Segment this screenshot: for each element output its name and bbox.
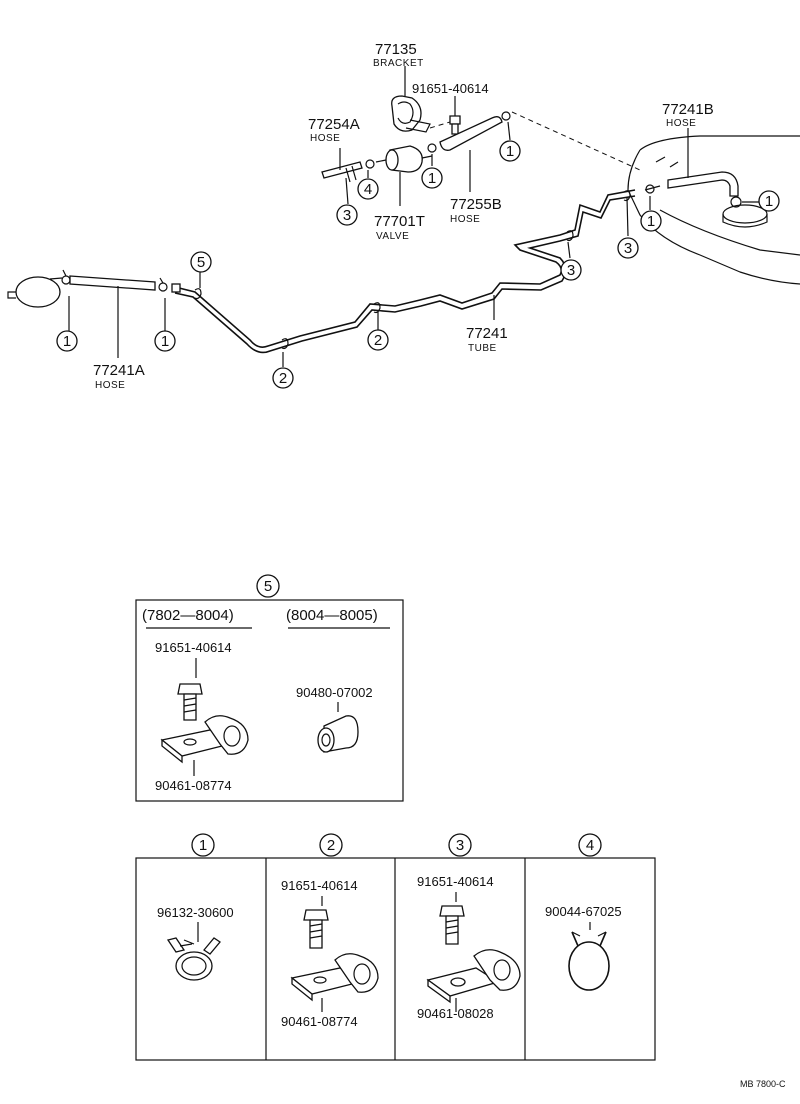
detail-5-bolt [177,683,203,721]
part-number-77241A: 77241A [93,362,145,379]
detail-5-right-range: (8004—8005) [286,607,378,624]
legend-callout-4: 4 [578,833,602,857]
svg-text:5: 5 [264,578,272,595]
legend-2-clamp [290,953,379,1002]
detail-5-box [135,599,404,802]
detail-5-clamp-number: 90461-08774 [155,778,232,793]
callout-2-left: 2 [272,367,294,389]
legend-2-bolt [303,909,329,949]
part-number-77135: 77135 [375,41,417,58]
part-number-77241B: 77241B [662,101,714,118]
detail-5-left-range: (7802—8004) [142,607,234,624]
callout-5: 5 [190,251,212,273]
svg-text:2: 2 [327,837,335,854]
part-number-77255B: 77255B [450,196,502,213]
detail-5-grommet [317,715,359,753]
part-number-77254A: 77254A [308,116,360,133]
leader-lines [68,66,760,367]
callout-1-hose-end: 1 [154,330,176,352]
bolt-top [429,115,461,135]
footer-code: MB 7800-C [740,1079,786,1089]
legend-callout-2: 2 [319,833,343,857]
legend-2-bolt-number: 91651-40614 [281,878,358,893]
bracket-77135 [391,95,431,133]
callout-2-mid: 2 [367,329,389,351]
legend-callout-3: 3 [448,833,472,857]
callout-3-tube: 3 [560,259,582,281]
detail-5-callout: 5 [256,574,280,598]
part-number-77241: 77241 [466,325,508,342]
part-name-hose-77254A: HOSE [310,133,340,144]
legend-4-part-number: 90044-67025 [545,904,622,919]
part-number-77701T: 77701T [374,213,425,230]
svg-text:3: 3 [624,240,632,257]
hose-77241B [644,171,742,208]
svg-text:1: 1 [199,837,207,854]
tube-clamps [194,190,631,350]
canister [7,276,63,308]
svg-text:3: 3 [456,837,464,854]
svg-text:3: 3 [343,207,351,224]
callout-1-hose-77255B: 1 [499,140,521,162]
fuel-tank [627,135,800,285]
part-number-bolt-top: 91651-40614 [412,81,489,96]
legend-4-wire-clamp [568,931,610,991]
callout-3-hose-77254A: 3 [336,204,358,226]
legend-3-clamp-number: 90461-08028 [417,1006,494,1021]
legend-1-hose-clamp [166,937,221,981]
svg-text:1: 1 [765,193,773,210]
part-name-hose-77241A: HOSE [95,380,125,391]
part-name-bracket: BRACKET [373,58,424,69]
callout-1-canister: 1 [56,330,78,352]
part-name-hose-77241B: HOSE [666,118,696,129]
detail-5-clamp [160,715,249,764]
svg-text:1: 1 [63,333,71,350]
legend-2-clamp-number: 90461-08774 [281,1014,358,1029]
svg-text:2: 2 [374,332,382,349]
svg-text:1: 1 [506,143,514,160]
detail-5-bolt-number: 91651-40614 [155,640,232,655]
legend-3-clamp [426,949,521,1004]
callout-1-hose-77241B: 1 [758,190,780,212]
part-name-tube: TUBE [468,343,497,354]
callout-1-tank: 1 [640,210,662,232]
callout-4: 4 [357,178,379,200]
svg-text:4: 4 [364,181,372,198]
hose-77255B [427,111,641,171]
detail-5-right-part-number: 90480-07002 [296,685,373,700]
part-name-valve: VALVE [376,231,409,242]
legend-3-bolt-number: 91651-40614 [417,874,494,889]
legend-callout-1: 1 [191,833,215,857]
legend-1-part-number: 96132-30600 [157,905,234,920]
legend-3-bolt [439,905,465,945]
svg-text:1: 1 [428,170,436,187]
svg-text:1: 1 [161,333,169,350]
svg-text:4: 4 [586,837,594,854]
svg-text:5: 5 [197,254,205,271]
part-name-hose-77255B: HOSE [450,214,480,225]
svg-text:3: 3 [567,262,575,279]
hose-77254A [321,159,375,183]
svg-text:2: 2 [279,370,287,387]
callout-3-tank: 3 [617,237,639,259]
callout-1-valve: 1 [421,167,443,189]
hose-77241A [61,269,168,292]
valve-77701T [375,145,433,173]
svg-text:1: 1 [647,213,655,230]
